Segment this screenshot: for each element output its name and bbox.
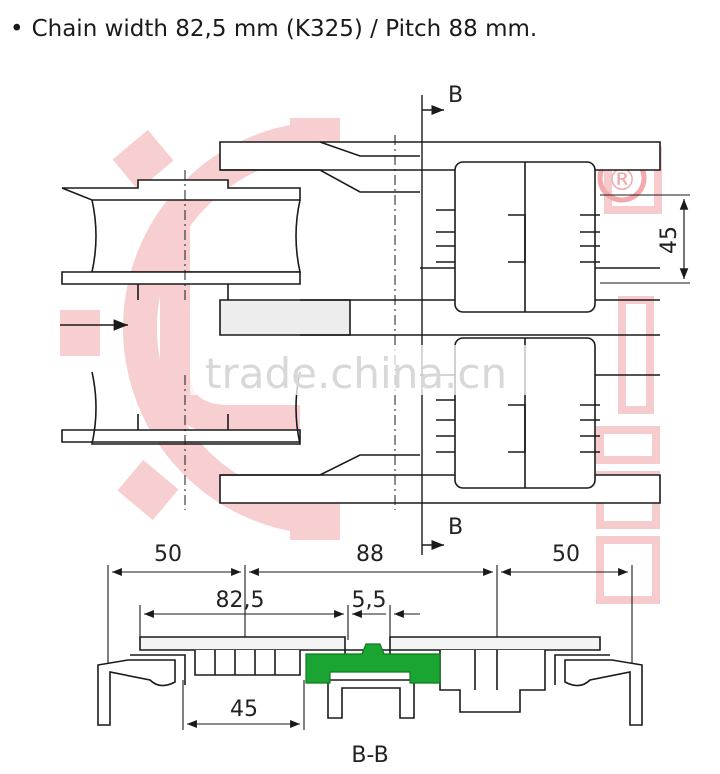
bullet: • <box>10 16 24 42</box>
dim-chain-width: 82,5 <box>216 588 265 613</box>
heading: • Chain width 82,5 mm (K325) / Pitch 88 m… <box>10 16 537 42</box>
watermark-band <box>190 345 540 395</box>
dim-pitch: 88 <box>356 542 384 567</box>
watermark-site-text: trade.china.cn <box>205 349 507 398</box>
dim-bottom-span: 45 <box>230 697 258 722</box>
dim-left-span: 50 <box>154 542 182 567</box>
section-caption: B-B <box>351 743 388 768</box>
heading-text: Chain width 82,5 mm (K325) / Pitch 88 mm… <box>31 16 538 42</box>
dim-small-offset: 5,5 <box>352 588 387 613</box>
section-marker-bottom: B <box>448 515 463 540</box>
section-marker-top: B <box>448 83 463 108</box>
dim-right-span: 50 <box>552 542 580 567</box>
green-wear-strip <box>305 643 441 684</box>
section-bb <box>97 636 643 726</box>
dim-top-right-45: 45 <box>657 226 682 254</box>
